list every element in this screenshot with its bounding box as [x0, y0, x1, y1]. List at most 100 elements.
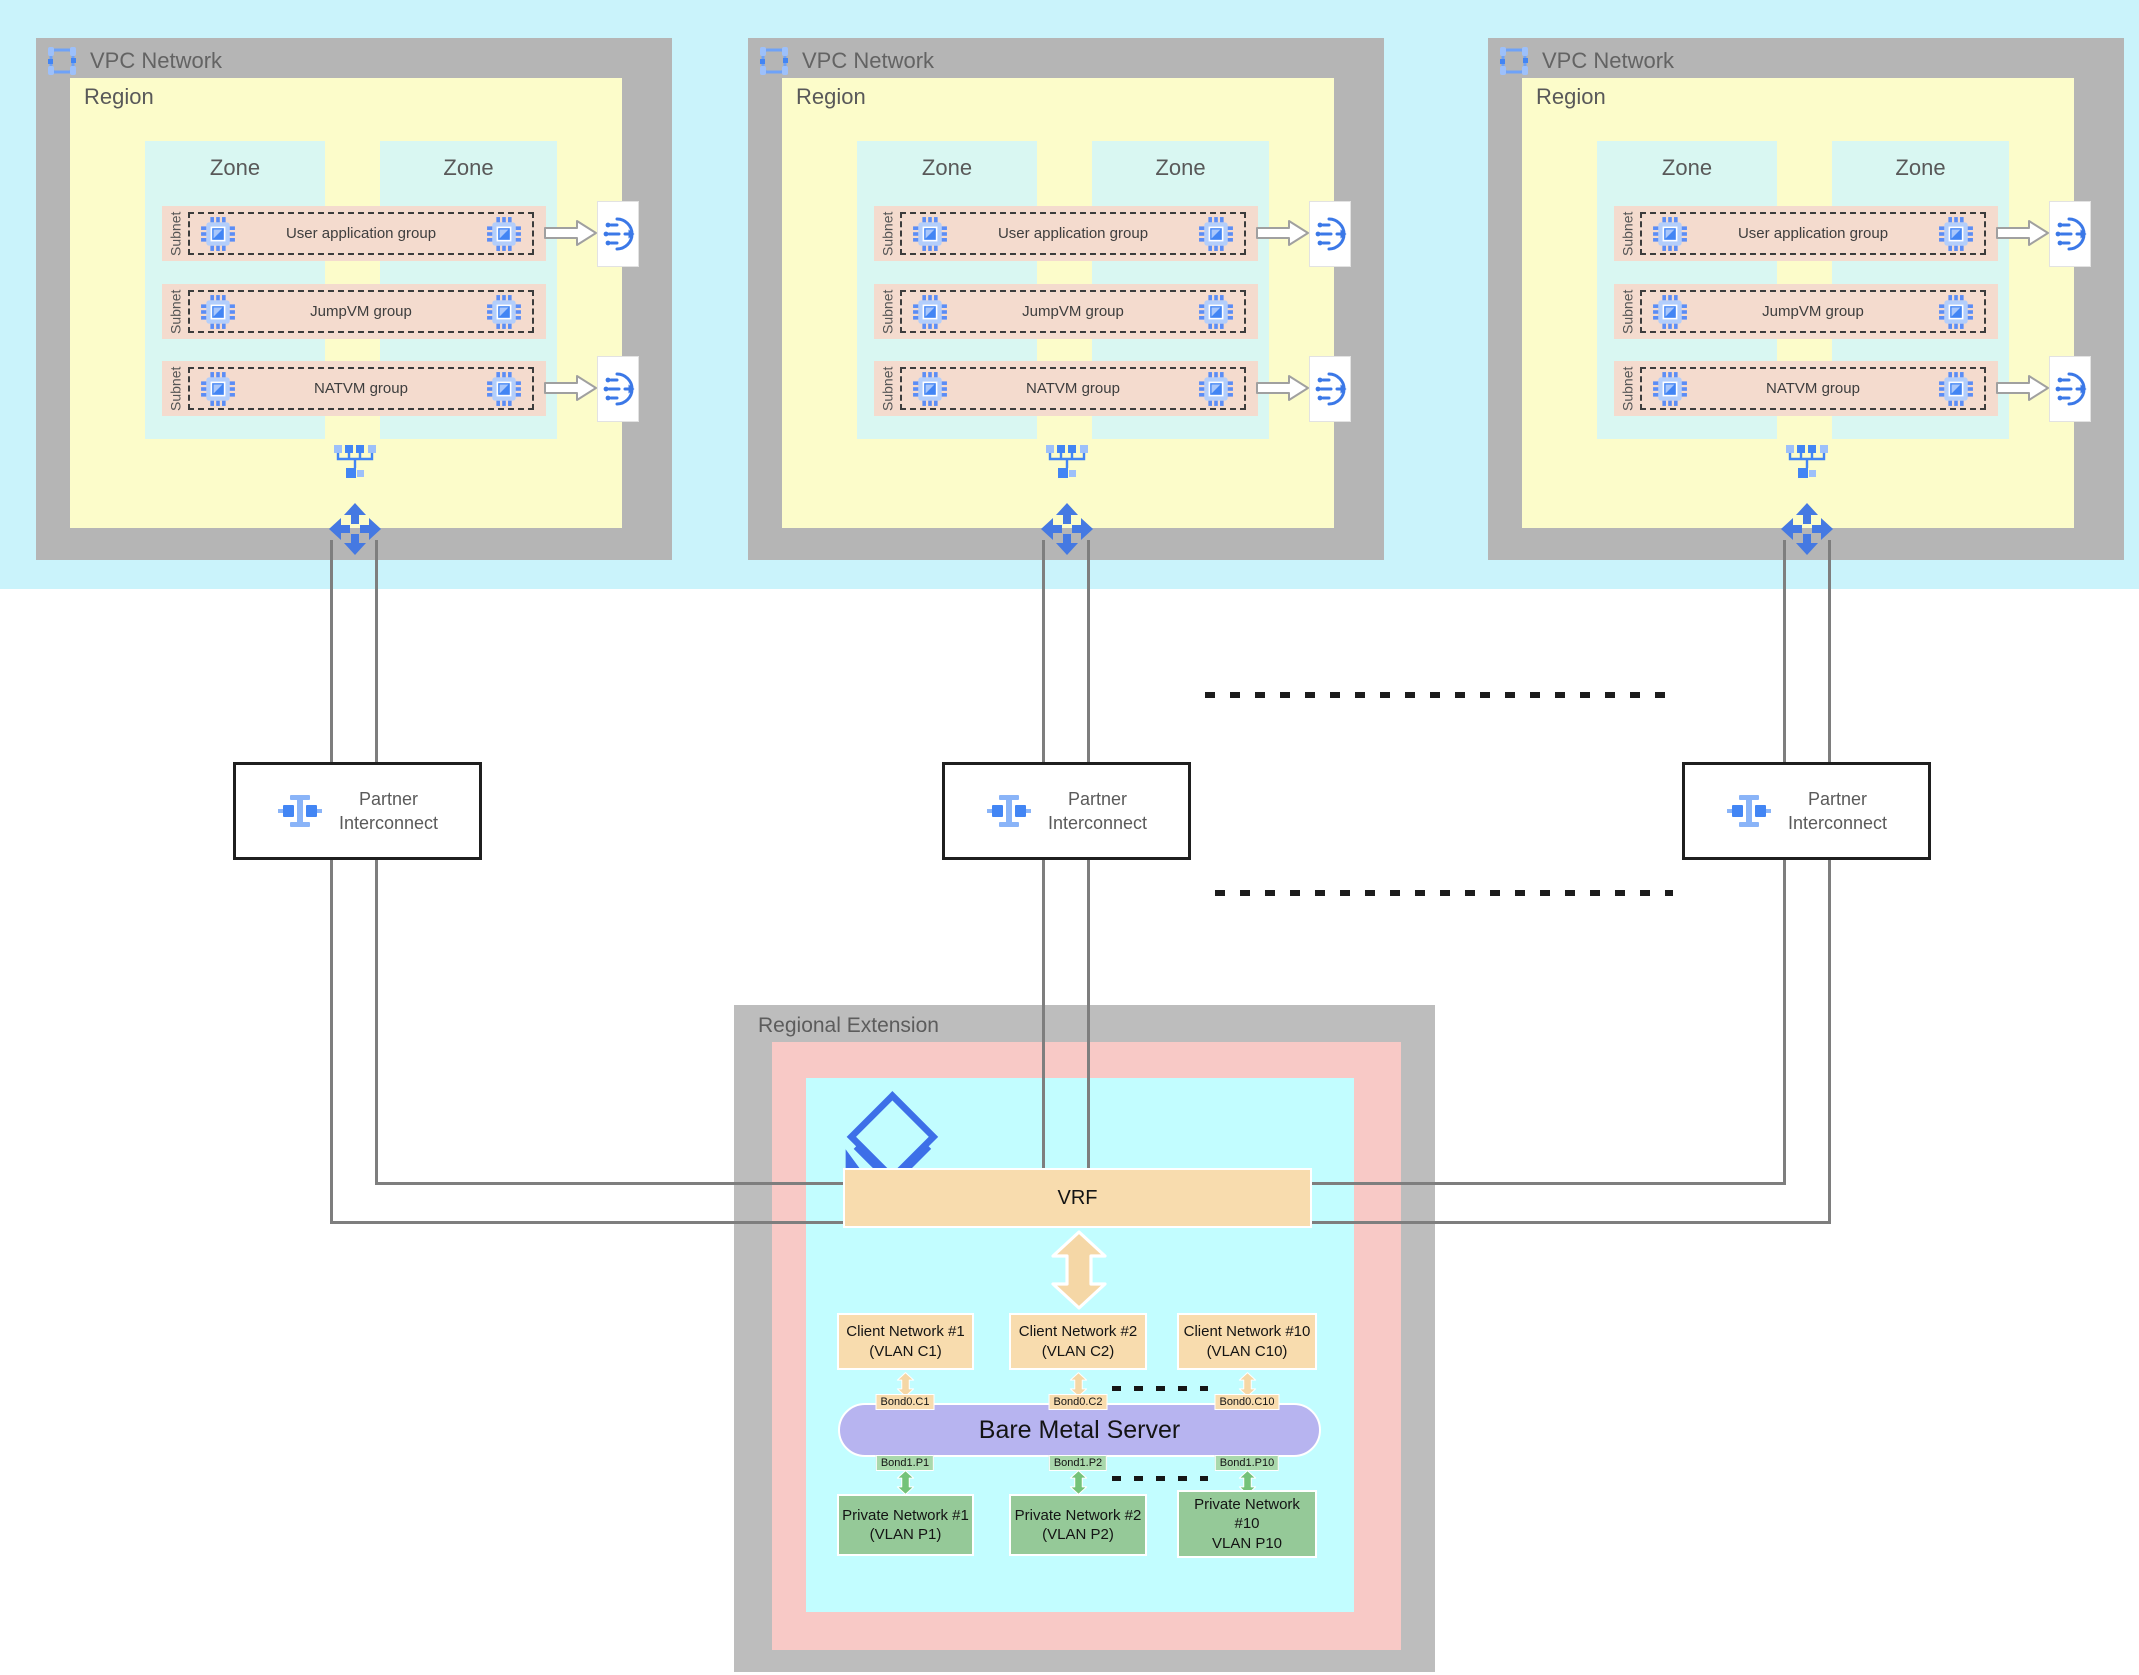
- private-network-box: Private Network #1 (VLAN P1): [837, 1494, 974, 1556]
- instance-group-box: JumpVM group: [900, 290, 1246, 333]
- block-arrow-icon: [544, 374, 598, 402]
- ellipsis-dots: [1112, 1386, 1208, 1391]
- subnet-row: Subnet User application group: [1614, 206, 1998, 261]
- connector-line: [375, 1182, 845, 1185]
- vm-icon: [200, 216, 236, 252]
- private-network-vlan: (VLAN P1): [869, 1526, 942, 1543]
- regional-extension-title: Regional Extension: [758, 1014, 939, 1037]
- load-balancer-icon: [601, 367, 635, 411]
- vm-icon: [486, 216, 522, 252]
- private-network-box: Private Network #2 (VLAN P2): [1009, 1494, 1147, 1556]
- bond-interface-label: Bond1.P10: [1214, 1455, 1280, 1471]
- subnet-row: Subnet NATVM group: [162, 361, 546, 416]
- zone-label: Zone: [1895, 155, 1946, 180]
- subnet-row: Subnet JumpVM group: [874, 284, 1258, 339]
- client-network-name: Client Network #1: [846, 1323, 965, 1340]
- instance-group-box: User application group: [900, 212, 1246, 255]
- private-network-name: Private Network: [1194, 1495, 1300, 1513]
- group-label: User application group: [1737, 225, 1889, 242]
- subnet-label: Subnet: [879, 366, 896, 411]
- instance-group-box: NATVM group: [900, 367, 1246, 410]
- block-arrow-icon: [1996, 219, 2050, 247]
- cloud-router-icon: [1040, 502, 1094, 556]
- subnet-row: Subnet NATVM group: [1614, 361, 1998, 416]
- subnet-label: Subnet: [167, 289, 184, 334]
- vm-icon: [1198, 371, 1234, 407]
- region-label: Region: [1536, 84, 1606, 109]
- client-network-box: Client Network #1 (VLAN C1): [837, 1313, 974, 1370]
- group-label: NATVM group: [1026, 380, 1120, 397]
- regional-extension-inner: VRF Client Network #1 (VLAN C1) Client N…: [772, 1042, 1401, 1650]
- subnet-label: Subnet: [167, 366, 184, 411]
- load-balancer-icon: [601, 212, 635, 256]
- partner-interconnect-box: Partner Interconnect: [1682, 762, 1931, 860]
- client-network-box: Client Network #2 (VLAN C2): [1009, 1313, 1147, 1370]
- subnet-label: Subnet: [1619, 289, 1636, 334]
- double-arrow-icon: [896, 1470, 915, 1495]
- bond-interface-label: Bond0.C2: [1048, 1394, 1108, 1410]
- group-label: JumpVM group: [310, 303, 412, 320]
- load-balancer-icon: [1313, 367, 1347, 411]
- load-balancer-box: [2049, 201, 2091, 267]
- client-network-box: Client Network #10 (VLAN C10): [1177, 1313, 1317, 1370]
- subnet-label: Subnet: [1619, 366, 1636, 411]
- instance-group-box: JumpVM group: [1640, 290, 1986, 333]
- vpc-title: VPC Network: [90, 48, 223, 73]
- vm-icon: [1652, 371, 1688, 407]
- vm-icon: [486, 294, 522, 330]
- client-network-vlan: (VLAN C2): [1041, 1342, 1115, 1360]
- vm-icon: [1652, 294, 1688, 330]
- vpc-network-block: VPC Network Region Zone Zone Subnet User…: [1488, 38, 2124, 560]
- subnet-row: Subnet User application group: [162, 206, 546, 261]
- load-balancer-box: [1309, 356, 1351, 422]
- ellipsis-dots: [1205, 692, 1670, 698]
- load-balancer-icon: [2053, 367, 2087, 411]
- private-network-vlan: VLAN P10: [1211, 1534, 1283, 1552]
- vm-icon: [912, 294, 948, 330]
- partner-interconnect-line2: Interconnect: [338, 813, 439, 833]
- subnet-label: Subnet: [167, 211, 184, 256]
- group-label: NATVM group: [1766, 380, 1860, 397]
- vpc-title: VPC Network: [802, 48, 935, 73]
- private-network-vlan: (VLAN P2): [1042, 1526, 1114, 1543]
- vpc-title: VPC Network: [1542, 48, 1675, 73]
- partner-interconnect-line2: Interconnect: [1047, 813, 1148, 833]
- partner-interconnect-icon: [1726, 792, 1772, 830]
- network-switch-icon: [1785, 444, 1829, 480]
- group-label: JumpVM group: [1022, 303, 1124, 320]
- group-label: User application group: [285, 225, 437, 242]
- load-balancer-box: [1309, 201, 1351, 267]
- block-arrow-icon: [1256, 374, 1310, 402]
- subnet-label: Subnet: [879, 211, 896, 256]
- connector-line: [1312, 1221, 1831, 1224]
- region-box: Region Zone Zone Subnet User application…: [782, 78, 1351, 528]
- zone-label: Zone: [921, 155, 973, 180]
- block-arrow-icon: [1256, 219, 1310, 247]
- partner-interconnect-icon: [986, 792, 1032, 830]
- subnet-row: Subnet User application group: [874, 206, 1258, 261]
- instance-group-box: NATVM group: [188, 367, 534, 410]
- ellipsis-dots: [1112, 1476, 1208, 1481]
- subnet-label: Subnet: [879, 289, 896, 334]
- client-network-vlan: (VLAN C1): [869, 1342, 942, 1360]
- connector-line: [1312, 1182, 1786, 1185]
- subnet-label: Subnet: [1619, 211, 1636, 256]
- group-label: NATVM group: [314, 380, 408, 397]
- vm-icon: [1938, 294, 1974, 330]
- connector-line: [375, 540, 378, 1185]
- vrf-box: VRF: [843, 1168, 1312, 1228]
- vm-icon: [1938, 216, 1974, 252]
- vpc-network-block: VPC Network Region Zone Zone Subnet User…: [748, 38, 1384, 560]
- connector-line: [1783, 540, 1786, 1185]
- vm-icon: [1652, 216, 1688, 252]
- instance-group-box: NATVM group: [1640, 367, 1986, 410]
- bond-interface-label: Bond0.C10: [1214, 1394, 1280, 1410]
- load-balancer-icon: [2053, 212, 2087, 256]
- private-network-box: Private Network #10 VLAN P10: [1177, 1490, 1317, 1558]
- subnet-row: Subnet NATVM group: [874, 361, 1258, 416]
- partner-interconnect-icon: [277, 792, 323, 830]
- vpc-icon: [46, 45, 78, 77]
- regional-extension-core: VRF Client Network #1 (VLAN C1) Client N…: [806, 1078, 1354, 1612]
- load-balancer-box: [597, 356, 639, 422]
